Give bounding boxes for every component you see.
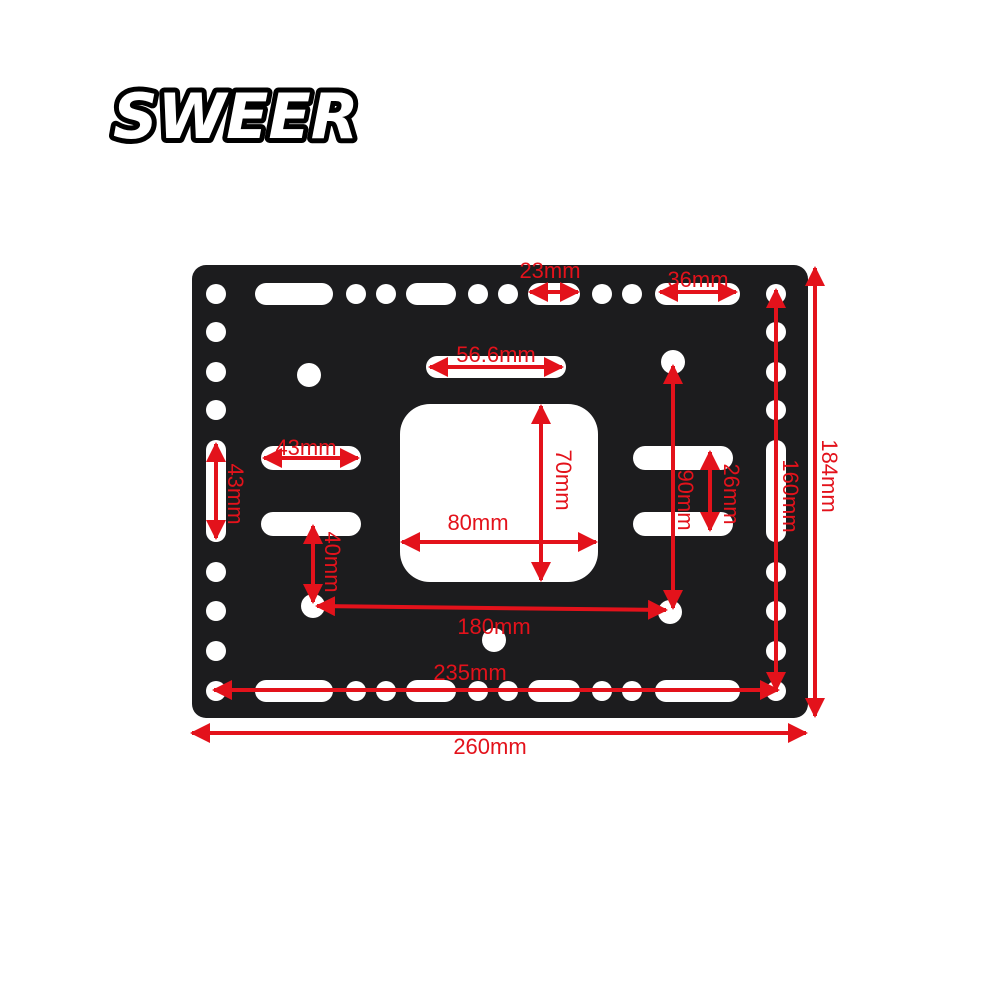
label-23mm: 23mm <box>519 258 580 283</box>
logo-text: SWEER <box>113 80 359 153</box>
top-slot-1 <box>255 283 333 305</box>
mount-hole-top-left <box>297 363 321 387</box>
dim-line-180mm <box>315 596 668 620</box>
left-hole <box>206 601 226 621</box>
label-70mm: 70mm <box>551 449 576 510</box>
label-43mm-horizontal: 43mm <box>275 435 336 460</box>
label-36mm: 36mm <box>667 267 728 292</box>
label-26mm: 26mm <box>719 463 744 524</box>
brand-logo: SWEER SWEER <box>108 75 364 158</box>
dimension-lines <box>190 266 825 743</box>
logo-outline: SWEER <box>113 80 359 153</box>
top-hole <box>376 284 396 304</box>
label-80mm: 80mm <box>447 510 508 535</box>
label-260mm: 260mm <box>453 734 526 759</box>
label-90mm: 90mm <box>673 469 698 530</box>
top-slot-2 <box>406 283 456 305</box>
left-hole <box>206 562 226 582</box>
top-hole <box>592 284 612 304</box>
label-40mm: 40mm <box>320 531 345 592</box>
mount-hole-bottom-right <box>658 600 682 624</box>
right-slot-upper <box>633 446 733 470</box>
top-hole <box>468 284 488 304</box>
top-hole <box>622 284 642 304</box>
top-hole <box>346 284 366 304</box>
label-184mm: 184mm <box>817 439 842 512</box>
center-bottom-hole <box>482 628 506 652</box>
label-56-6mm: 56.6mm <box>456 342 535 367</box>
label-160mm: 160mm <box>778 459 803 532</box>
label-180mm: 180mm <box>457 614 530 639</box>
dimension-labels: 23mm 36mm 56.6mm 43mm 43mm 70mm 80mm 40m… <box>223 258 842 759</box>
left-hole <box>206 284 226 304</box>
left-hole <box>206 400 226 420</box>
top-hole <box>498 284 518 304</box>
left-hole <box>206 362 226 382</box>
label-43mm-vertical: 43mm <box>223 463 248 524</box>
left-hole <box>206 322 226 342</box>
left-hole <box>206 641 226 661</box>
label-235mm: 235mm <box>433 660 506 685</box>
